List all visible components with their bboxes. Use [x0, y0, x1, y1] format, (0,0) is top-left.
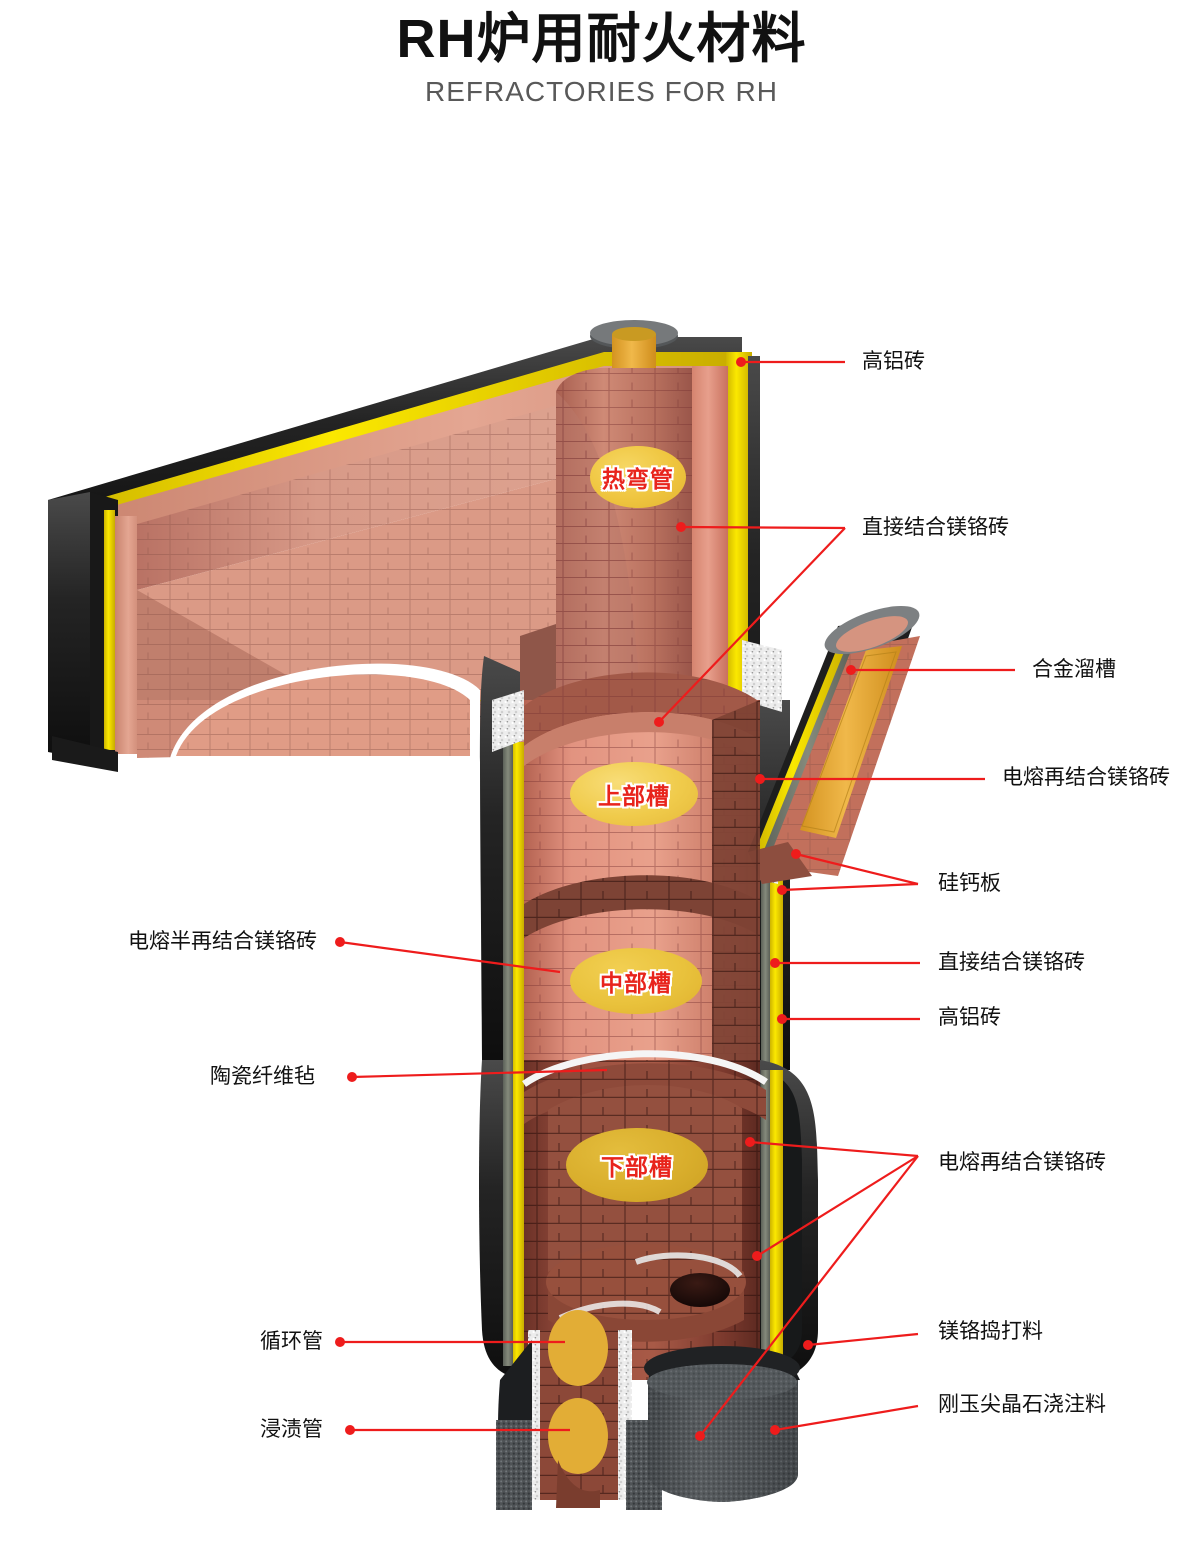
- zone-label-hot-bend: 热弯管: [590, 446, 686, 508]
- callout-mgcr-ramming-mass: 镁铬捣打料: [938, 1320, 1043, 1343]
- callout-alloy-chute: 合金溜槽: [1032, 658, 1116, 681]
- callout-calcium-silicate-board: 硅钙板: [938, 872, 1001, 895]
- callout-fused-rebonded-mgcr-lower: 电熔再结合镁铬砖: [938, 1151, 1106, 1174]
- callout-semi-rebonded-mgcr: 电熔半再结合镁铬砖: [128, 930, 317, 953]
- callout-direct-bonded-mgcr-top: 直接结合镁铬砖: [862, 516, 1009, 539]
- zone-label-middle-vessel: 中部槽: [570, 948, 702, 1014]
- callout-fused-rebonded-mgcr-chute: 电熔再结合镁铬砖: [1002, 766, 1170, 789]
- callout-immersion-snorkel: 浸渍管: [260, 1418, 323, 1441]
- callout-high-alumina-brick-top: 高铝砖: [862, 350, 925, 373]
- zone-label-lower-vessel: 下部槽: [566, 1128, 708, 1202]
- callout-corundum-spinel-castable: 刚玉尖晶石浇注料: [938, 1393, 1106, 1416]
- callout-high-alumina-brick-mid: 高铝砖: [938, 1006, 1001, 1029]
- callout-direct-bonded-mgcr-mid: 直接结合镁铬砖: [938, 951, 1085, 974]
- page-title: RH炉用耐火材料: [396, 9, 807, 69]
- callout-ceramic-fiber-felt: 陶瓷纤维毡: [210, 1065, 315, 1088]
- page-subtitle: REFRACTORIES FOR RH: [425, 76, 778, 107]
- zone-label-upper-vessel: 上部槽: [570, 762, 698, 826]
- callout-circulation-pipe: 循环管: [260, 1330, 323, 1353]
